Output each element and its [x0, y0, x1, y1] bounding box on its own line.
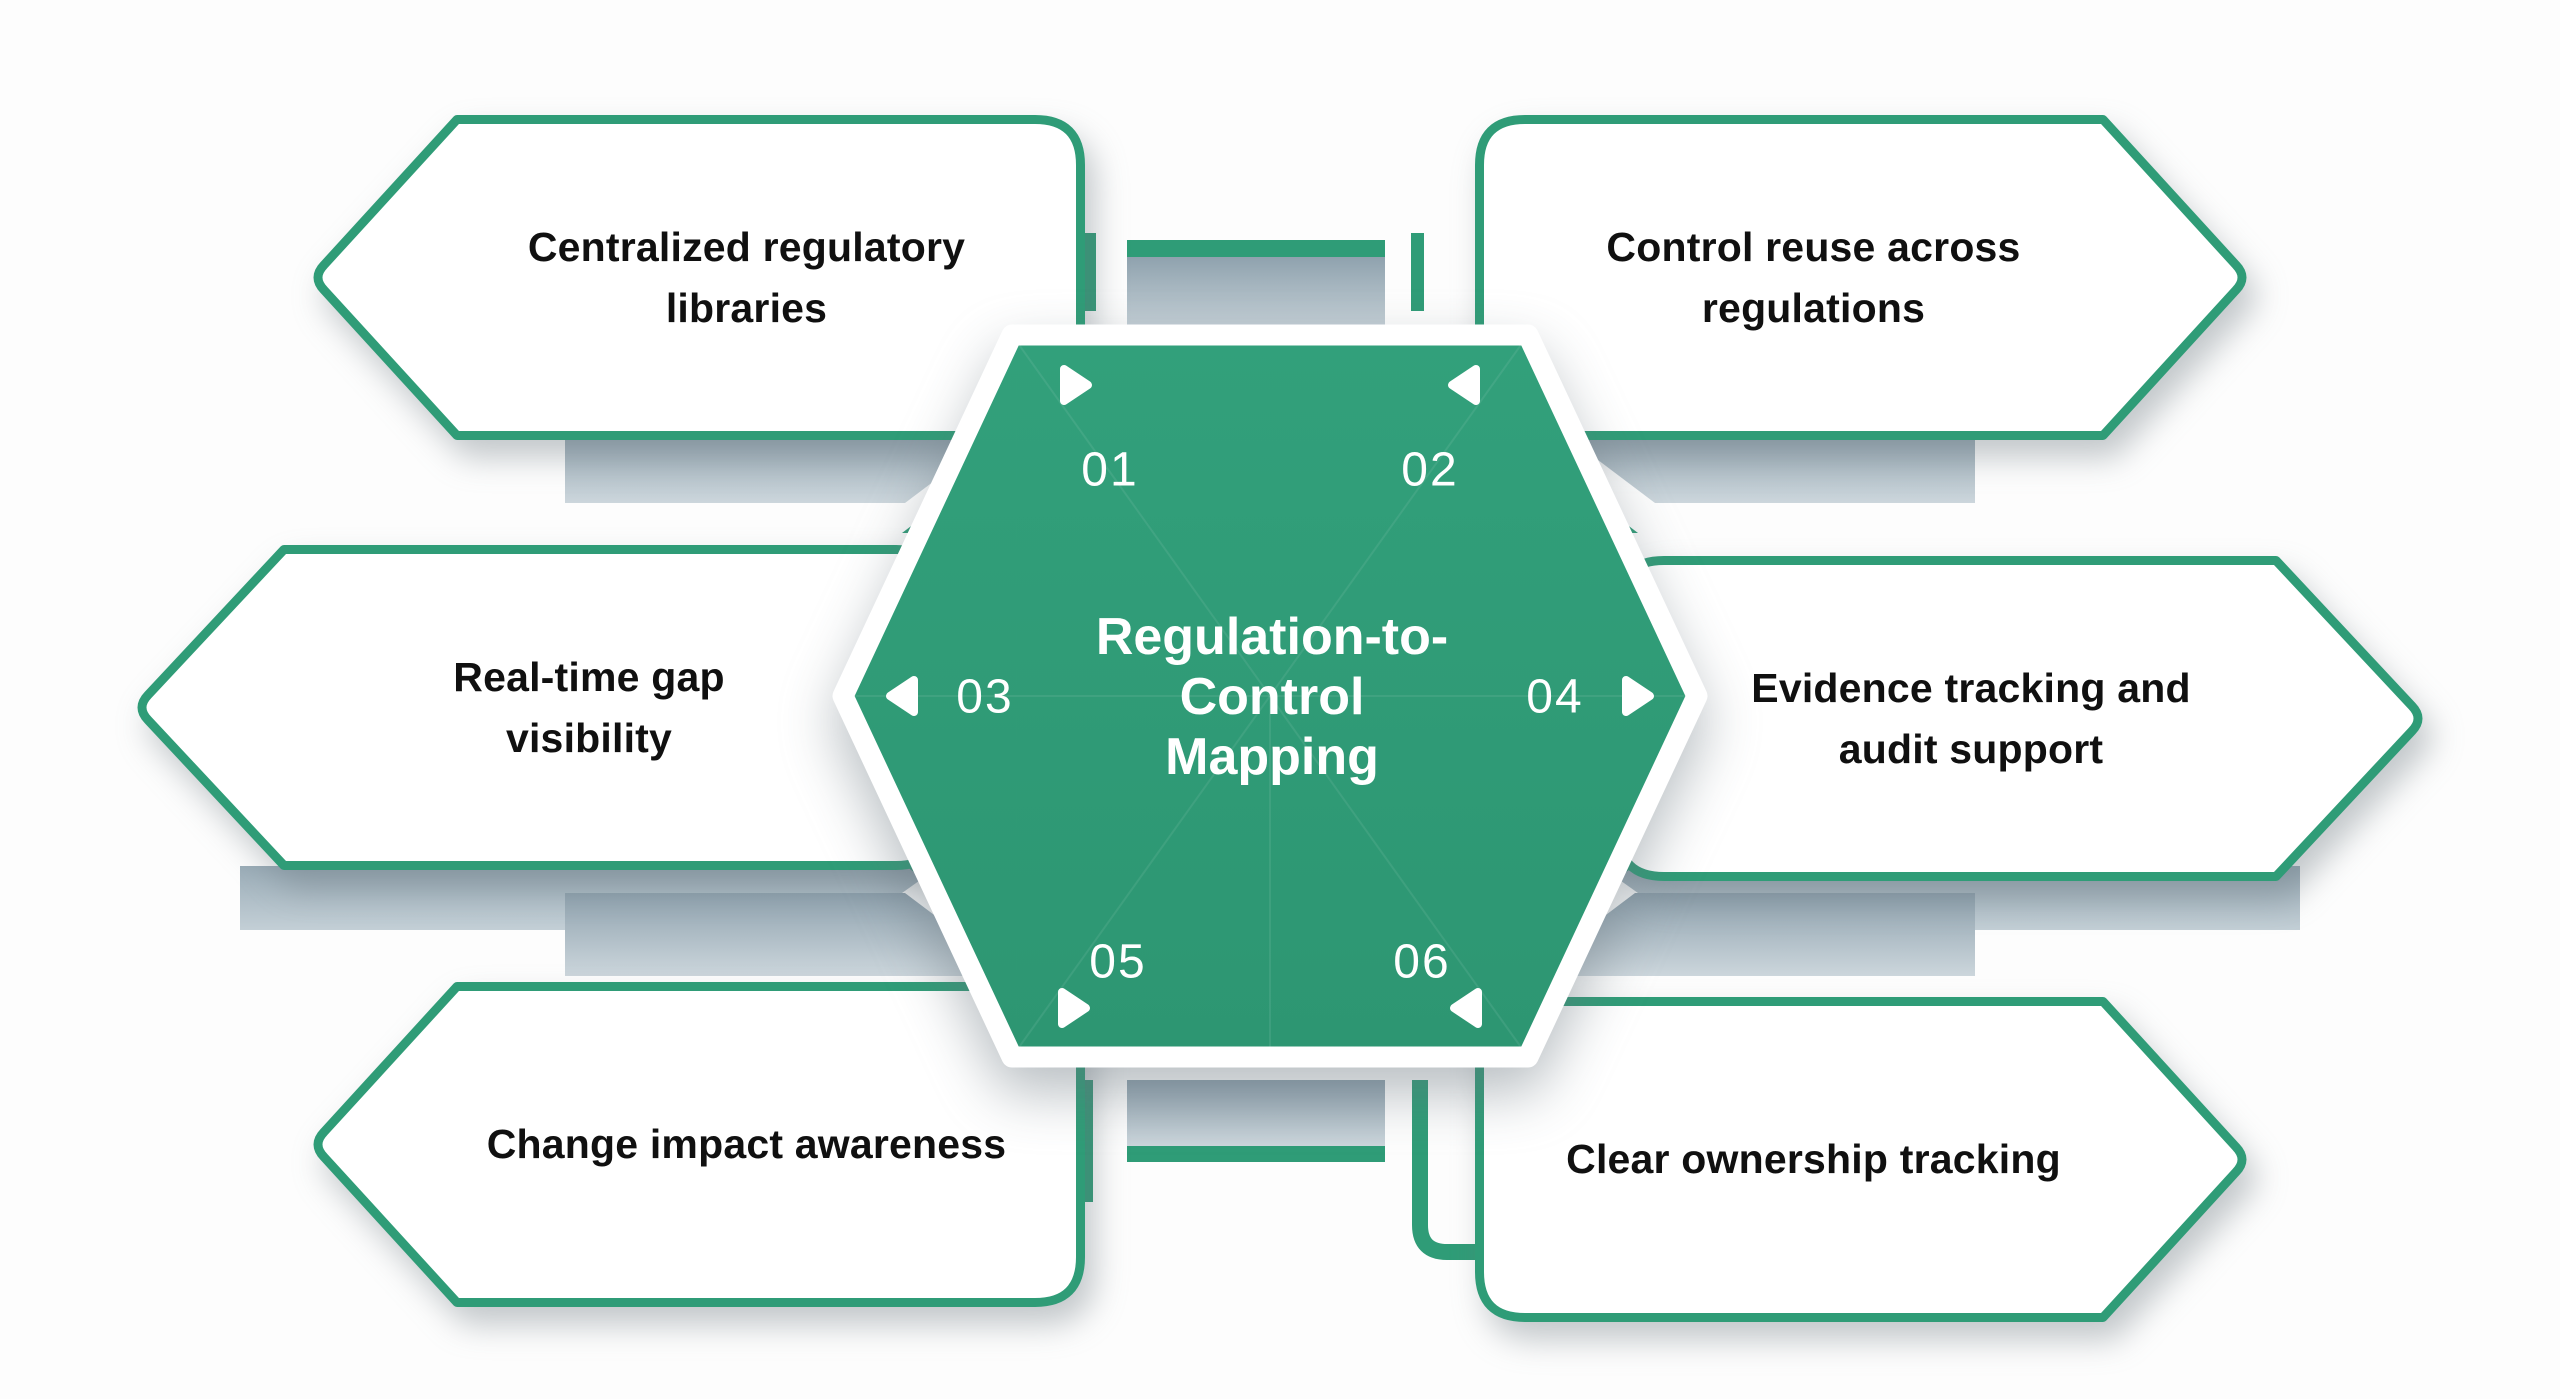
callout-label-line1: Clear ownership tracking	[1566, 1136, 2061, 1182]
callout-label: Clear ownership tracking	[1489, 997, 2138, 1322]
diagram-title: Regulation-to- Control Mapping	[1096, 607, 1448, 787]
segment-number-06: 06	[1393, 935, 1451, 989]
callout-label-line1: Control reuse across	[1606, 223, 2021, 270]
callout-label-line1: Change impact awareness	[486, 1121, 1007, 1167]
callout-label-line2: visibility	[505, 714, 673, 761]
play-triangle-icon-05	[1058, 988, 1090, 1028]
hexagon-shape	[832, 324, 1708, 1068]
diagram-title-line3: Mapping	[1165, 728, 1379, 786]
play-triangle-icon-01	[1060, 365, 1092, 405]
segment-number-03: 03	[956, 670, 1014, 724]
diagram-title-line2: Control	[1179, 668, 1365, 726]
top-ribbon	[1083, 233, 1424, 337]
play-triangle-icon-04	[1622, 676, 1654, 716]
callout-label-line2: libraries	[665, 284, 828, 331]
callout-real-time-gap-visibility: Real-time gap visibility	[126, 545, 946, 870]
bottom-ribbon	[1080, 1080, 1500, 1260]
callout-label-line1: Centralized regulatory	[527, 223, 966, 270]
callout-label-line2: regulations	[1701, 284, 1926, 331]
callout-label: Real-time gap visibility	[246, 545, 932, 870]
segment-number-05: 05	[1089, 935, 1147, 989]
callout-label-line1: Evidence tracking and	[1751, 664, 2191, 711]
callout-label: Control reuse across regulations	[1489, 115, 2138, 440]
callout-label-line1: Real-time gap	[453, 653, 725, 700]
diagram-title-line1: Regulation-to-	[1095, 608, 1449, 666]
segment-number-02: 02	[1401, 443, 1459, 497]
callout-label: Change impact awareness	[422, 982, 1071, 1307]
callout-label: Centralized regulatory libraries	[422, 115, 1071, 440]
play-triangle-icon-03	[886, 676, 918, 716]
callout-label: Evidence tracking and audit support	[1628, 556, 2314, 881]
segment-number-04: 04	[1526, 670, 1584, 724]
callout-centralized-regulatory-libraries: Centralized regulatory libraries	[302, 115, 1085, 440]
play-triangle-icon-06	[1450, 988, 1482, 1028]
segment-number-01: 01	[1081, 443, 1139, 497]
play-triangle-icon-02	[1448, 365, 1480, 405]
central-hexagon	[820, 311, 1720, 1081]
callout-evidence-tracking-and-audit-support: Evidence tracking and audit support	[1614, 556, 2434, 881]
callout-label-line2: audit support	[1838, 725, 2104, 772]
